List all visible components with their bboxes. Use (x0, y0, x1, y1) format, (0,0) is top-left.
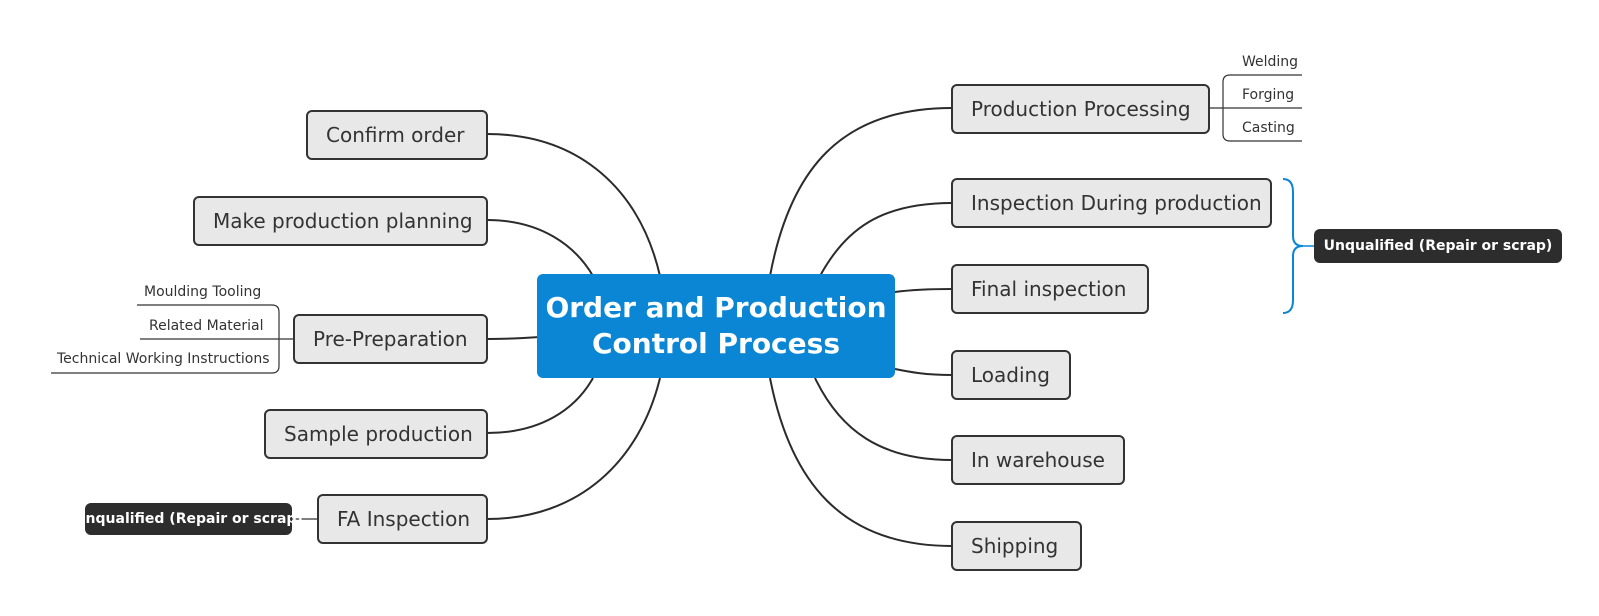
subtopic-welding[interactable]: Welding (1242, 54, 1299, 70)
subtopic-casting[interactable]: Casting (1242, 120, 1295, 136)
bracket-production-processing (1209, 74, 1302, 142)
fa-inspection-note[interactable]: Unqualified (Repair or scrap) (74, 503, 303, 535)
inspection-summary-note[interactable]: Unqualified (Repair or scrap) (1314, 229, 1562, 263)
subtopic-related-material[interactable]: Related Material (149, 318, 264, 334)
summary-bracket (1282, 178, 1304, 314)
topic-final-inspection[interactable]: Final inspection (951, 264, 1149, 314)
connector-loading (894, 368, 953, 376)
topic-fa-inspection[interactable]: FA Inspection (317, 494, 488, 544)
topic-loading[interactable]: Loading (951, 350, 1071, 400)
topic-label: Make production planning (213, 209, 473, 233)
topic-label: FA Inspection (337, 507, 471, 531)
subtopic-technical-working-instructions[interactable]: Technical Working Instructions (57, 351, 270, 367)
subtopic-moulding-tooling[interactable]: Moulding Tooling (144, 284, 262, 300)
topic-label: Final inspection (971, 277, 1127, 301)
central-topic[interactable]: Order and Production Control Process (537, 274, 895, 378)
topic-label: Shipping (971, 534, 1059, 558)
connector-final-inspection (894, 288, 953, 293)
topic-label: Pre-Preparation (313, 327, 468, 351)
connector-confirm-order (486, 133, 661, 277)
connector-sample-production (486, 377, 594, 434)
connector-fa-inspection (486, 377, 661, 520)
central-topic-line1: Order and Production (545, 291, 887, 324)
topic-production-processing[interactable]: Production Processing (951, 84, 1210, 134)
connector-in-warehouse (814, 377, 953, 461)
topic-in-warehouse[interactable]: In warehouse (951, 435, 1125, 485)
topic-label: Inspection During production (971, 191, 1262, 215)
topic-label: In warehouse (971, 448, 1105, 472)
topic-label: Production Processing (971, 97, 1191, 121)
topic-confirm-order[interactable]: Confirm order (306, 110, 488, 160)
bracket-pre-preparation (51, 304, 293, 374)
subtopic-forging[interactable]: Forging (1242, 87, 1295, 103)
topic-label: Sample production (284, 422, 473, 446)
connector-production-processing (769, 107, 953, 277)
topic-label: Confirm order (326, 123, 465, 147)
topic-label: Loading (971, 363, 1050, 387)
topic-inspection-during-production[interactable]: Inspection During production (951, 178, 1272, 228)
connector-shipping (769, 377, 953, 547)
topic-make-production-planning[interactable]: Make production planning (193, 196, 488, 246)
topic-shipping[interactable]: Shipping (951, 521, 1082, 571)
topic-pre-preparation[interactable]: Pre-Preparation (293, 314, 488, 364)
connector-make-planning (486, 219, 594, 277)
connector-inspection-during (819, 202, 953, 277)
central-topic-line2: Control Process (592, 327, 840, 360)
topic-sample-production[interactable]: Sample production (264, 409, 488, 459)
connector-pre-preparation (486, 336, 541, 340)
